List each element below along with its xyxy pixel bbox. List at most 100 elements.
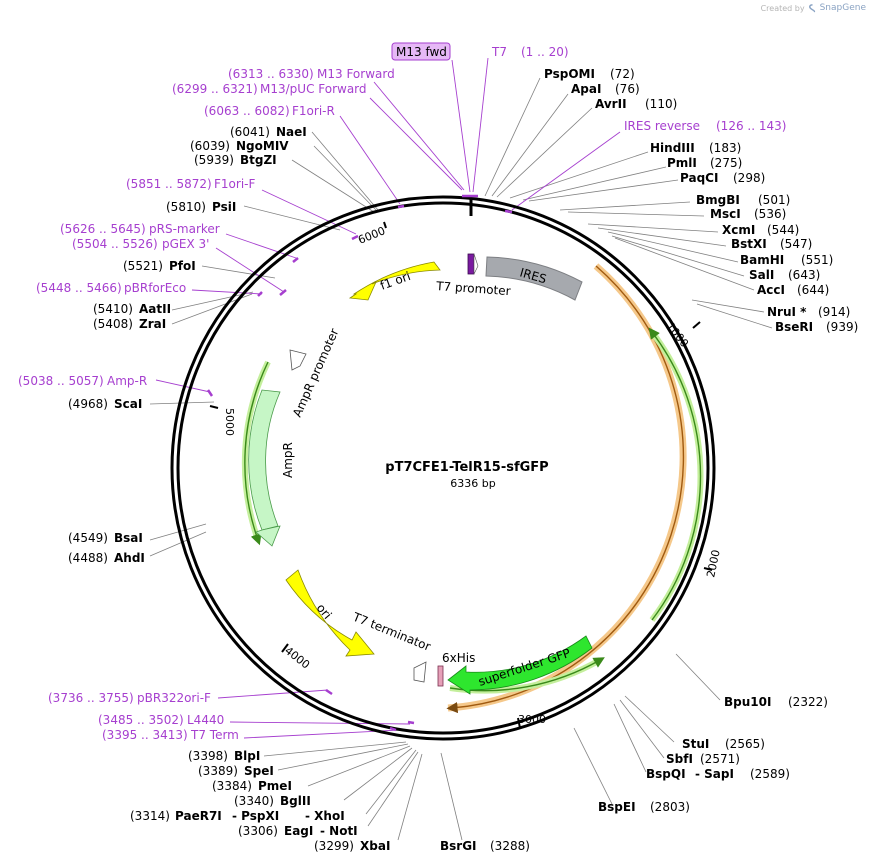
primer-m13puc-label[interactable]: M13/pUC Forward: [260, 82, 367, 96]
primer-t7-label[interactable]: T7: [491, 45, 507, 59]
ampr-feature[interactable]: [248, 389, 281, 531]
primer-f1ori-r-range: (6063 .. 6082): [204, 104, 290, 118]
created-by-label: Created by: [760, 3, 805, 13]
enzyme-spei[interactable]: SpeI: [244, 764, 274, 778]
enzyme-scai[interactable]: ScaI: [114, 397, 142, 411]
enzyme-sbfi-pos: (2571): [700, 752, 740, 766]
ampr-promoter-feature[interactable]: [289, 349, 307, 371]
enzyme-psii[interactable]: PsiI: [212, 200, 236, 214]
enzyme-hindiii[interactable]: HindIII: [650, 141, 695, 155]
leader-lines: [149, 77, 773, 841]
tick-label-5000: 5000: [223, 408, 236, 436]
enzyme-nrui[interactable]: NruI *: [767, 305, 807, 319]
enzyme-bsrgi-pos: (3288): [490, 839, 530, 853]
primer-m13puc-range: (6299 .. 6321): [172, 82, 258, 96]
enzyme-avrii[interactable]: AvrII: [595, 97, 627, 111]
enzyme-bspqi[interactable]: BspQI: [646, 767, 686, 781]
enzyme-ngomiv[interactable]: NgoMIV: [236, 139, 289, 153]
enzyme-hindiii-pos: (183): [709, 141, 741, 155]
t7-promoter-arrow: [473, 253, 479, 275]
enzyme-paer7i[interactable]: PaeR7I: [175, 809, 222, 823]
enzyme-pfoi[interactable]: PfoI: [169, 259, 196, 273]
primer-f1ori-r-label[interactable]: F1ori-R: [292, 104, 335, 118]
enzyme-bsai[interactable]: BsaI: [114, 531, 143, 545]
primer-pbrforeco-range: (5448 .. 5466): [36, 281, 122, 295]
enzyme-msci[interactable]: MscI: [710, 207, 741, 221]
primer-pbr322ori-f-label[interactable]: pBR322ori-F: [137, 691, 211, 705]
ampr-arrowhead: [255, 525, 281, 547]
enzyme-stui[interactable]: StuI: [682, 737, 709, 751]
enzyme-naei[interactable]: NaeI: [276, 125, 307, 139]
enzyme-bamhi[interactable]: BamHI: [740, 253, 784, 267]
enzyme-xcmi[interactable]: XcmI: [722, 223, 755, 237]
primer-f1ori-f-label[interactable]: F1ori-F: [214, 177, 255, 191]
orf-arc-green-highlight: [649, 330, 704, 622]
f1-ori-label: f1 ori: [378, 269, 412, 293]
enzyme-eagi[interactable]: EagI: [284, 824, 313, 838]
ampr-orf-arc: [244, 361, 269, 546]
snapgene-watermark: Created by SnapGene: [761, 3, 866, 13]
enzyme-psii-pos: (5810): [166, 200, 206, 214]
primer-amp-r-range: (5038 .. 5057): [18, 374, 104, 388]
enzyme-ahdi[interactable]: AhdI: [114, 551, 145, 565]
enzyme-pspomi-pos: (72): [610, 67, 635, 81]
primer-m13forward-range: (6313 .. 6330): [228, 67, 314, 81]
primer-t7term-label[interactable]: T7 Term: [190, 728, 239, 742]
enzyme-bspei[interactable]: BspEI: [598, 800, 636, 814]
enzyme-xhoi[interactable]: - XhoI: [305, 809, 345, 823]
enzyme-btgzi[interactable]: BtgZI: [240, 153, 277, 167]
enzyme-bseri[interactable]: BseRI: [775, 320, 813, 334]
primer-pbr322ori-f-range: (3736 .. 3755): [48, 691, 134, 705]
enzyme-pspxi[interactable]: - PspXI: [232, 809, 279, 823]
primer-ires-reverse-label[interactable]: IRES reverse: [624, 119, 700, 133]
enzyme-paqci[interactable]: PaqCI: [680, 171, 718, 185]
t7-terminator-feature[interactable]: [413, 661, 427, 683]
enzyme-bmgbi[interactable]: BmgBI: [696, 193, 740, 207]
enzyme-bsrgi[interactable]: BsrGI: [440, 839, 477, 853]
backbone-inner-strand: [176, 201, 710, 735]
enzyme-pmei[interactable]: PmeI: [258, 779, 292, 793]
enzyme-zrai[interactable]: ZraI: [139, 317, 166, 331]
enzyme-blpi[interactable]: BlpI: [234, 749, 260, 763]
primer-pbrforeco-label[interactable]: pBRforEco: [124, 281, 186, 295]
enzyme-pspomi[interactable]: PspOMI: [544, 67, 595, 81]
enzyme-apai[interactable]: ApaI: [571, 82, 601, 96]
primer-prs-marker-label[interactable]: pRS-marker: [149, 222, 220, 236]
enzyme-acci[interactable]: AccI: [757, 283, 785, 297]
primer-amp-r-label[interactable]: Amp-R: [107, 374, 147, 388]
enzyme-bmgbi-pos: (501): [758, 193, 790, 207]
enzyme-bpu10i[interactable]: Bpu10I: [724, 695, 771, 709]
primer-pgex3-label[interactable]: pGEX 3': [162, 237, 209, 251]
enzyme-zrai-pos: (5408): [93, 317, 133, 331]
his-tag-label: 6xHis: [442, 651, 475, 665]
enzyme-bglii[interactable]: BglII: [280, 794, 311, 808]
f1-ori-feature[interactable]: [348, 261, 441, 301]
enzyme-xbai[interactable]: XbaI: [360, 839, 390, 853]
enzyme-xcmi-pos: (544): [767, 223, 799, 237]
ori-feature[interactable]: [285, 569, 375, 657]
superfolder-gfp-feature[interactable]: [447, 635, 593, 695]
enzyme-bpu10i-pos: (2322): [788, 695, 828, 709]
primer-l4440-label[interactable]: L4440: [187, 713, 224, 727]
enzyme-bamhi-pos: (551): [801, 253, 833, 267]
enzyme-pmli[interactable]: PmlI: [667, 156, 697, 170]
ampr-promoter-label: AmpR promoter: [290, 326, 342, 419]
primer-m13forward-label[interactable]: M13 Forward: [317, 67, 395, 81]
enzyme-sali[interactable]: SalI: [749, 268, 774, 282]
enzyme-bstxi[interactable]: BstXI: [731, 237, 767, 251]
enzyme-sapi[interactable]: - SapI: [695, 767, 734, 781]
primer-m13fwd-box[interactable]: [391, 42, 451, 61]
enzyme-eagi-pos: (3306): [238, 824, 278, 838]
ires-feature[interactable]: [485, 256, 583, 301]
plasmid-size: 6336 bp: [450, 477, 495, 490]
t7-promoter-feature[interactable]: [467, 253, 475, 275]
enzyme-sbfi[interactable]: SbfI: [666, 752, 693, 766]
enzyme-pmei-pos: (3384): [212, 779, 252, 793]
his-tag-feature[interactable]: [437, 665, 444, 687]
enzyme-nrui-pos: (914): [818, 305, 850, 319]
enzyme-bspei-pos: (2803): [650, 800, 690, 814]
enzyme-aatii[interactable]: AatII: [139, 302, 171, 316]
primer-t7-range: (1 .. 20): [521, 45, 569, 59]
enzyme-bglii-pos: (3340): [234, 794, 274, 808]
enzyme-noti[interactable]: - NotI: [320, 824, 358, 838]
